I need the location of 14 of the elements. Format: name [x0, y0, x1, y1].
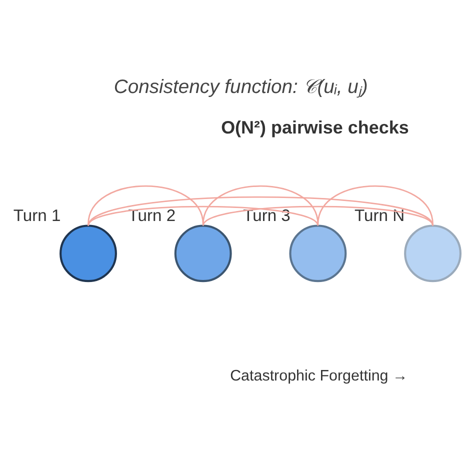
node-circle	[60, 224, 117, 282]
diagram-title: Consistency function: 𝒞(uᵢ, uⱼ)	[114, 76, 368, 98]
connector	[88, 196, 434, 226]
label: Catastrophic Forgetting →	[230, 366, 408, 384]
label: O(N²) pairwise checks	[221, 117, 409, 138]
connector	[88, 184, 204, 224]
connector	[202, 205, 434, 226]
connector	[202, 184, 319, 224]
node-label: Turn 1	[13, 206, 61, 225]
node-circle	[404, 224, 462, 282]
node-circle	[289, 224, 347, 282]
connector	[88, 205, 318, 226]
connector	[317, 184, 434, 224]
node-circle	[174, 224, 232, 282]
